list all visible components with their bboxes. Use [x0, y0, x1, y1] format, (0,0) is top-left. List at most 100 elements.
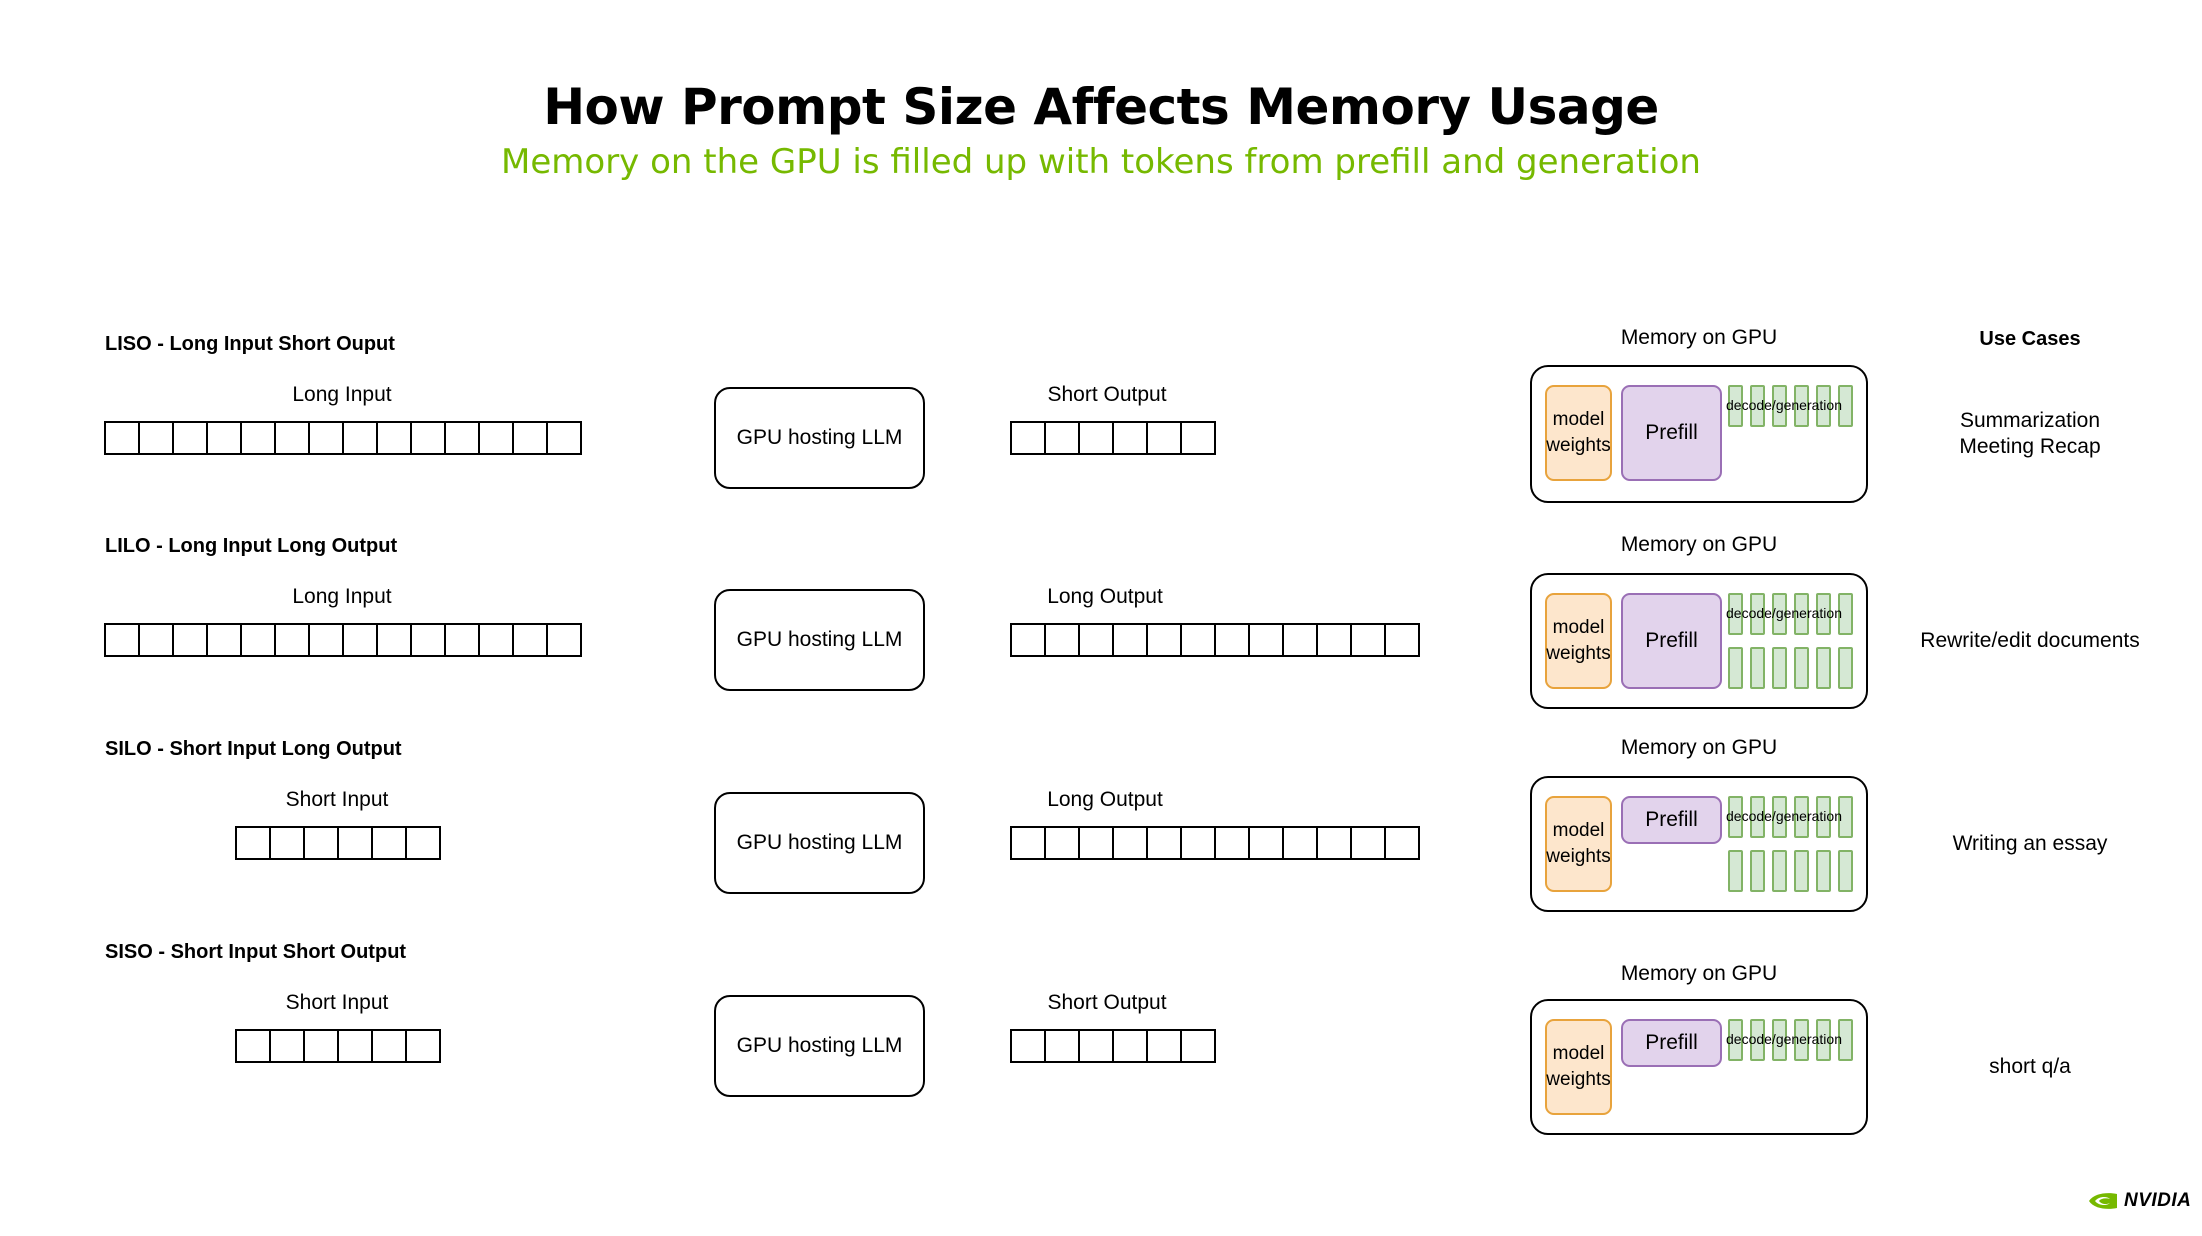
- output-token-cell: [1182, 828, 1216, 858]
- decode-token: [1838, 850, 1853, 892]
- output-token-cell: [1182, 625, 1216, 655]
- output-token-cell: [1352, 625, 1386, 655]
- output-token-cell: [1114, 625, 1148, 655]
- decode-token: [1728, 1019, 1743, 1061]
- input-label: Short Input: [285, 788, 389, 811]
- decode-token: [1816, 647, 1831, 689]
- input-token-cell: [140, 423, 174, 453]
- output-token-cell: [1012, 423, 1046, 453]
- decode-token: [1794, 850, 1809, 892]
- output-token-cell: [1114, 1031, 1148, 1061]
- input-token-cell: [373, 828, 407, 858]
- memory-on-gpu-label: Memory on GPU: [1620, 533, 1778, 556]
- decode-token: [1772, 385, 1787, 427]
- output-label: Short Output: [1047, 383, 1167, 406]
- output-label: Long Output: [1047, 788, 1163, 811]
- output-token-cell: [1250, 625, 1284, 655]
- gpu-hosting-llm-box: GPU hosting LLM: [714, 387, 925, 489]
- use-case-line: short q/a: [1989, 1055, 2071, 1078]
- input-label: Long Input: [292, 383, 392, 406]
- input-token-cell: [407, 1031, 441, 1061]
- output-token-cell: [1046, 625, 1080, 655]
- output-token-cell: [1148, 1031, 1182, 1061]
- input-token-cell: [378, 625, 412, 655]
- prefill-block: Prefill: [1621, 385, 1722, 481]
- memory-on-gpu-box: [1530, 999, 1868, 1135]
- decode-token: [1750, 385, 1765, 427]
- decode-generation-label: decode/generation: [1726, 808, 1842, 824]
- input-token-cell: [242, 625, 276, 655]
- decode-token: [1794, 647, 1809, 689]
- decode-token: [1750, 850, 1765, 892]
- use-case-line: Meeting Recap: [1959, 435, 2101, 458]
- prefill-block: Prefill: [1621, 593, 1722, 689]
- decode-token: [1816, 796, 1831, 838]
- input-token-cell: [305, 828, 339, 858]
- input-token-strip: [235, 1029, 441, 1063]
- input-token-cell: [208, 625, 242, 655]
- input-token-cell: [310, 423, 344, 453]
- input-token-cell: [305, 1031, 339, 1061]
- slide-title: How Prompt Size Affects Memory Usage: [543, 78, 1659, 136]
- input-token-cell: [271, 828, 305, 858]
- decode-token: [1750, 796, 1765, 838]
- output-token-cell: [1080, 828, 1114, 858]
- output-label: Long Output: [1047, 585, 1163, 608]
- decode-token: [1728, 796, 1743, 838]
- output-token-cell: [1012, 828, 1046, 858]
- decode-token: [1750, 1019, 1765, 1061]
- nvidia-logo: NVIDIA: [2088, 1190, 2191, 1212]
- input-token-cell: [276, 423, 310, 453]
- nvidia-eye-icon: [2089, 1193, 2117, 1209]
- output-token-cell: [1114, 423, 1148, 453]
- input-token-cell: [412, 423, 446, 453]
- input-token-strip: [104, 421, 582, 455]
- decode-token: [1794, 385, 1809, 427]
- use-case-line: Summarization: [1959, 409, 2101, 432]
- input-token-cell: [140, 625, 174, 655]
- decode-token: [1838, 647, 1853, 689]
- memory-on-gpu-box: [1530, 776, 1868, 912]
- input-token-cell: [480, 423, 514, 453]
- input-token-cell: [339, 828, 373, 858]
- decode-token: [1816, 850, 1831, 892]
- decode-token: [1838, 593, 1853, 635]
- output-token-cell: [1216, 625, 1250, 655]
- input-token-cell: [310, 625, 344, 655]
- output-token-strip: [1010, 826, 1420, 860]
- output-token-cell: [1012, 625, 1046, 655]
- input-token-cell: [339, 1031, 373, 1061]
- use-cases-header: Use Cases: [1979, 328, 2081, 350]
- memory-on-gpu-box: [1530, 573, 1868, 709]
- decode-token: [1728, 850, 1743, 892]
- output-token-cell: [1148, 828, 1182, 858]
- input-token-cell: [407, 828, 441, 858]
- decode-token: [1728, 385, 1743, 427]
- row-title: LILO - Long Input Long Output: [105, 535, 398, 557]
- decode-token: [1794, 593, 1809, 635]
- decode-token: [1816, 385, 1831, 427]
- output-token-cell: [1182, 423, 1216, 453]
- output-token-cell: [1046, 1031, 1080, 1061]
- decode-token: [1772, 796, 1787, 838]
- input-token-cell: [344, 423, 378, 453]
- output-token-cell: [1250, 828, 1284, 858]
- decode-token: [1772, 647, 1787, 689]
- row-title: LISO - Long Input Short Ouput: [105, 333, 395, 355]
- output-token-cell: [1080, 1031, 1114, 1061]
- output-token-cell: [1284, 625, 1318, 655]
- input-token-cell: [446, 423, 480, 453]
- output-token-strip: [1010, 623, 1420, 657]
- output-token-cell: [1318, 625, 1352, 655]
- output-token-strip: [1010, 421, 1216, 455]
- decode-token: [1728, 593, 1743, 635]
- decode-token: [1750, 593, 1765, 635]
- prefill-block: Prefill: [1621, 796, 1722, 844]
